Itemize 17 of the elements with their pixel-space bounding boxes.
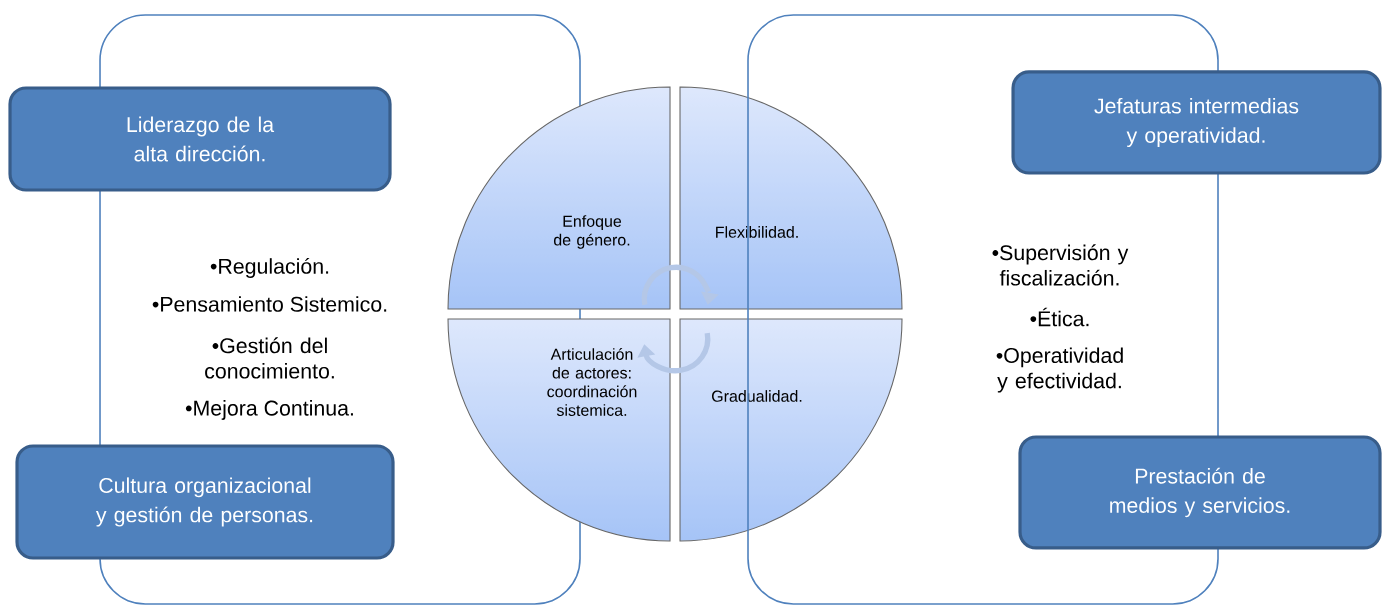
cycle-arrow (637, 332, 711, 374)
circle-quadrant: Articulación de actores: coordinación sistemica. (447, 318, 671, 542)
bullet-item: •Mejora Continua. (185, 400, 353, 420)
bullet-item: •Gestión del conocimiento. (205, 337, 334, 379)
bullet-item: •Operatividad y efectividad. (996, 347, 1123, 393)
title-box: Prestación de medios y servicios. (1018, 435, 1382, 550)
bullet-item: •Pensamiento Sistemico. (152, 296, 387, 312)
title-box: Cultura organizacional y gestión de personas. (15, 444, 395, 560)
cycle-arrow (641, 264, 719, 306)
bullet-item: •Ética. (1030, 307, 1089, 327)
circle-quadrant: Gradualidad. (679, 318, 903, 542)
circle-quadrant: Flexibilidad. (679, 86, 903, 310)
title-box: Liderazgo de la alta dirección. (8, 86, 392, 192)
title-box: Jefaturas intermedias y operatividad. (1011, 70, 1382, 175)
circle-quadrant: Enfoque de género. (447, 86, 671, 310)
bullet-item: •Supervisión y fiscalización. (992, 244, 1129, 286)
bullet-item: •Regulación. (210, 257, 329, 279)
